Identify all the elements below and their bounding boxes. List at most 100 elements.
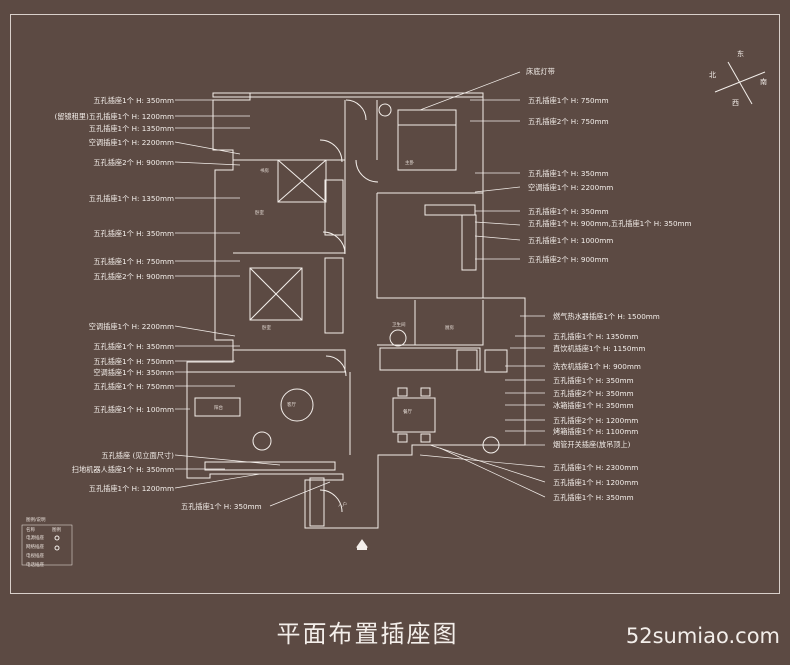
room-label: 卫生间	[392, 323, 406, 328]
balcony-cabinet	[309, 477, 325, 527]
wardrobe	[324, 179, 344, 236]
door-swing	[319, 489, 343, 513]
chair	[420, 433, 431, 443]
right-socket-label: 冰箱插座1个 H: 350mm	[553, 401, 634, 410]
room-label: 卧室	[255, 211, 264, 216]
left-socket-label: 五孔插座1个 H: 350mm	[93, 342, 174, 351]
legend-row: 电源插座	[26, 536, 44, 541]
wardrobe	[324, 257, 344, 334]
legend-col1: 名称	[26, 528, 35, 533]
room-label: 厨房	[445, 326, 454, 331]
interior-wall-8	[377, 300, 484, 346]
left-socket-label: 空调插座1个 H: 2200mm	[88, 322, 174, 331]
bed-line	[277, 159, 327, 203]
compass-east: 东	[737, 50, 744, 58]
right-socket-label: 床底灯带	[526, 67, 555, 76]
door-swing	[355, 159, 379, 183]
right-socket-label: 五孔插座1个 H: 1200mm	[553, 478, 639, 487]
left-socket-label: 五孔插座1个 H: 750mm	[93, 382, 174, 391]
washbasin	[482, 436, 500, 454]
right-socket-label: 烤箱插座1个 H: 1100mm	[553, 427, 639, 436]
sink	[389, 329, 407, 347]
left-socket-label: 五孔插座1个 H: 750mm	[93, 357, 174, 366]
tv-cabinet	[204, 461, 336, 471]
right-socket-label: 烟管开关插座(放吊顶上)	[553, 440, 631, 449]
compass-south: 南	[760, 78, 767, 86]
bottom-socket-label: 五孔插座1个 H: 350mm	[181, 502, 262, 511]
right-socket-label: 五孔插座2个 H: 350mm	[553, 389, 634, 398]
legend-row: 网络插座	[26, 545, 44, 550]
left-socket-label: 五孔插座1个 H: 350mm	[93, 229, 174, 238]
interior-wall-5	[376, 193, 483, 299]
interior-wall-3	[187, 349, 346, 373]
right-socket-label: 五孔插座1个 H: 350mm	[553, 493, 634, 502]
right-socket-label: 直饮机插座1个 H: 1150mm	[553, 344, 646, 353]
right-socket-label: 五孔插座1个 H: 1350mm	[553, 332, 639, 341]
bath-fixture	[456, 349, 478, 371]
door-swing	[319, 139, 343, 163]
wardrobe	[424, 204, 476, 216]
chair	[397, 387, 408, 397]
door-swing	[325, 355, 347, 377]
right-socket-label: 五孔插座2个 H: 900mm	[528, 255, 609, 264]
chair	[397, 433, 408, 443]
left-socket-label: 五孔插座 (见立面尺寸)	[101, 451, 174, 460]
legend-col2: 图例	[52, 528, 61, 533]
right-socket-label: 五孔插座1个 H: 900mm,五孔插座1个 H: 350mm	[528, 219, 692, 228]
right-socket-label: 五孔插座2个 H: 1200mm	[553, 416, 639, 425]
left-socket-label: 五孔插座1个 H: 1350mm	[88, 124, 174, 133]
right-socket-label: 空调插座1个 H: 2200mm	[528, 183, 614, 192]
left-socket-label: 五孔插座1个 H: 1200mm	[88, 484, 174, 493]
left-socket-label: (留镜租里)五孔插座1个 H: 1200mm	[54, 112, 174, 121]
left-socket-label: 五孔插座1个 H: 350mm	[93, 96, 174, 105]
bed-second	[277, 159, 327, 203]
left-socket-label: 空调插座1个 H: 2200mm	[88, 138, 174, 147]
dining-table	[392, 397, 436, 433]
left-socket-label: 五孔插座1个 H: 1350mm	[88, 194, 174, 203]
wardrobe	[461, 214, 477, 271]
right-socket-label: 五孔插座1个 H: 350mm	[553, 376, 634, 385]
bed-master	[397, 109, 457, 171]
sofa	[194, 397, 241, 417]
right-socket-label: 五孔插座1个 H: 750mm	[528, 96, 609, 105]
socket-icon	[54, 535, 60, 541]
room-label: 卧室	[262, 326, 271, 331]
compass-north: 北	[709, 71, 716, 79]
room-label: 书房	[260, 169, 269, 174]
room-label: 餐厅	[403, 410, 412, 415]
door-swing	[345, 99, 367, 121]
legend-box	[21, 524, 73, 566]
left-socket-label: 五孔插座2个 H: 900mm	[93, 158, 174, 167]
right-socket-label: 燃气热水器插座1个 H: 1500mm	[553, 312, 660, 321]
legend-row: 电视插座	[26, 554, 44, 559]
drawing-title: 平面布置插座图	[276, 620, 459, 648]
exterior-wall	[186, 93, 526, 529]
interior-wall-1	[233, 159, 346, 253]
left-socket-label: 五孔插座1个 H: 100mm	[93, 405, 174, 414]
wall-outline	[212, 92, 484, 98]
armchair	[252, 431, 272, 451]
compass-line	[727, 61, 753, 105]
left-socket-label: 五孔插座2个 H: 900mm	[93, 272, 174, 281]
right-socket-label: 洗衣机插座1个 H: 900mm	[553, 362, 641, 371]
toilet	[378, 103, 392, 117]
room-label: 阳台	[214, 406, 223, 411]
legend-row: 电话插座	[26, 563, 44, 568]
room-label: 主卧	[405, 161, 414, 166]
left-socket-label: 空调插座1个 H: 350mm	[93, 368, 174, 377]
bed-third	[249, 267, 303, 321]
right-socket-label: 五孔插座1个 H: 2300mm	[553, 463, 639, 472]
chair	[420, 387, 431, 397]
entrance-arrow-icon	[356, 539, 368, 548]
bed-line	[249, 267, 303, 321]
kitchen-counter	[379, 347, 481, 371]
watermark: 52sumiao.com	[625, 624, 780, 648]
fridge	[484, 349, 508, 373]
legend-heading: 图例/说明	[26, 518, 46, 523]
left-socket-label: 五孔插座1个 H: 750mm	[93, 257, 174, 266]
compass-west: 西	[732, 99, 739, 107]
right-socket-label: 五孔插座2个 H: 750mm	[528, 117, 609, 126]
room-label: 客厅	[287, 403, 296, 408]
